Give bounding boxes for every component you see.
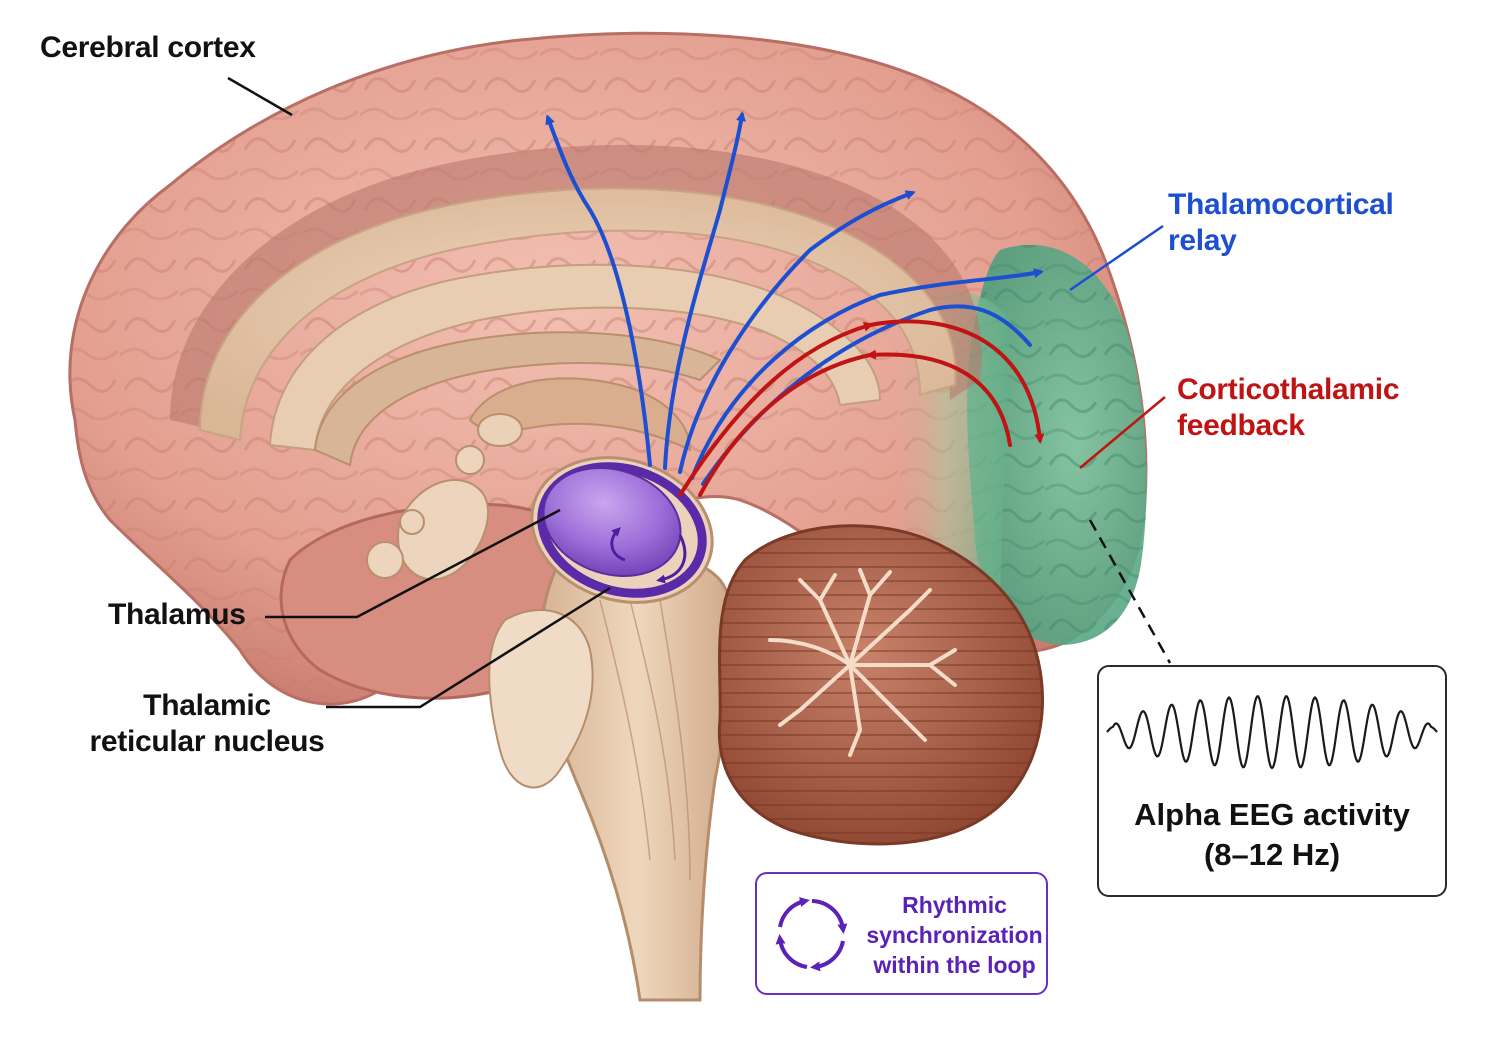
- arbor-vitae: [768, 568, 957, 757]
- sync-line1: Rhythmic: [902, 892, 1007, 918]
- circular-arrows-icon: [775, 897, 848, 972]
- thalamus-leader: [265, 508, 561, 619]
- cerebellum: [717, 524, 1044, 846]
- thalamus-group: [530, 456, 714, 604]
- alpha-eeg-panel: Alpha EEG activity (8–12 Hz): [1097, 665, 1447, 897]
- eeg-title-line1: Alpha EEG activity: [1134, 797, 1410, 832]
- corticothalamic-feedback-line1: Corticothalamic: [1177, 373, 1400, 406]
- eeg-waveform-icon: [1106, 695, 1438, 770]
- brainstem: [488, 549, 735, 1002]
- fornix: [366, 377, 692, 581]
- corticothalamic-feedback-arrows: [678, 319, 1045, 497]
- thalamic-reticular-nucleus-label: Thalamic reticular nucleus: [82, 688, 332, 760]
- corpus-callosum: [170, 144, 982, 467]
- eeg-title-line2: (8–12 Hz): [1203, 837, 1341, 873]
- eeg-title: Alpha EEG activity (8–12 Hz): [1099, 795, 1445, 876]
- thalamocortical-relay-line1: Thalamocortical: [1168, 188, 1394, 221]
- feedback-leader: [1079, 396, 1166, 469]
- rhythmic-sync-panel: Rhythmic synchronization within the loop: [755, 872, 1048, 995]
- corticothalamic-feedback-label: Corticothalamic feedback: [1177, 372, 1400, 444]
- sync-line2: synchronization: [866, 921, 1043, 948]
- cerebral-cortex-leader: [227, 76, 293, 117]
- thalamocortical-relay-label: Thalamocortical relay: [1168, 187, 1394, 259]
- cerebral-cortex-label: Cerebral cortex: [40, 31, 256, 64]
- leader-lines: [227, 76, 1172, 709]
- reticular-line1: Thalamic: [143, 689, 271, 722]
- corticothalamic-feedback-line2: feedback: [1177, 409, 1305, 442]
- sync-text: Rhythmic synchronization within the loop: [862, 891, 1047, 981]
- thalamus-label: Thalamus: [108, 598, 246, 631]
- eeg-leader: [1088, 519, 1172, 664]
- relay-leader: [1069, 224, 1164, 292]
- sync-line3: within the loop: [873, 951, 1036, 978]
- thalamocortical-relay-arrows: [545, 111, 1044, 486]
- reticular-line2: reticular nucleus: [89, 725, 325, 758]
- reticular-leader: [326, 586, 611, 709]
- thalamus-shape: [542, 467, 682, 577]
- thalamocortical-relay-line2: relay: [1168, 224, 1237, 257]
